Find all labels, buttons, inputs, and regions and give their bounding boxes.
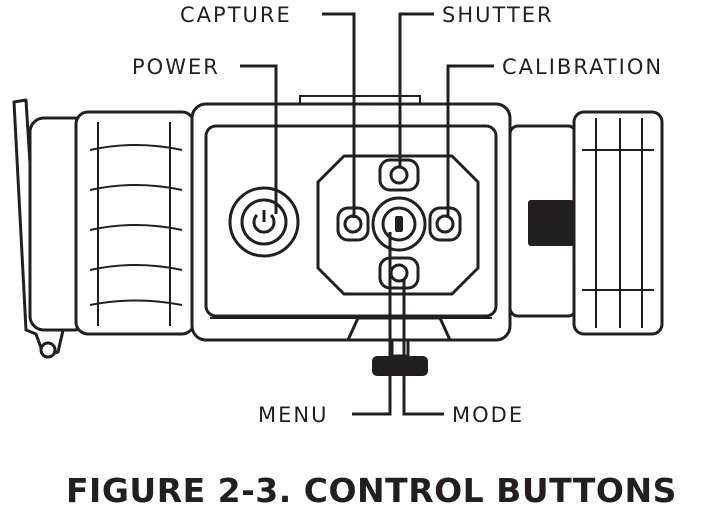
bottom-mount	[346, 316, 452, 376]
eyepiece	[12, 98, 196, 359]
label-capture: CAPTURE	[180, 3, 292, 27]
capture-icon	[343, 214, 363, 234]
device-illustration	[12, 95, 664, 376]
menu-icon	[395, 216, 403, 232]
label-calibration: CALIBRATION	[502, 55, 663, 79]
power-button[interactable]	[228, 186, 300, 258]
leader-lines	[240, 12, 494, 416]
objective-lens	[508, 110, 664, 336]
label-mode: MODE	[452, 403, 524, 427]
calibration-button[interactable]	[428, 206, 462, 242]
mode-button[interactable]	[378, 256, 420, 290]
label-shutter: SHUTTER	[442, 3, 554, 27]
power-icon	[252, 210, 276, 234]
figure-caption: FIGURE 2-3. CONTROL BUTTONS	[66, 471, 677, 510]
calibration-icon	[435, 214, 455, 234]
menu-button[interactable]	[371, 196, 427, 252]
focus-knob[interactable]	[372, 356, 428, 376]
shutter-icon	[389, 165, 409, 185]
lanyard-ring	[39, 341, 57, 359]
mode-icon	[389, 263, 409, 283]
label-power: POWER	[132, 55, 220, 79]
label-menu: MENU	[258, 403, 328, 427]
